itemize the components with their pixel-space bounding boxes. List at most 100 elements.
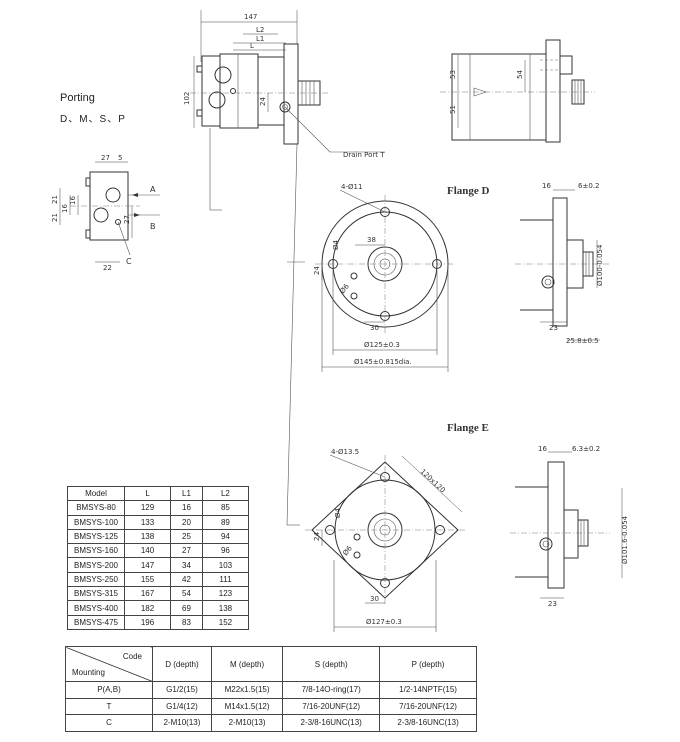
flange-e-dim-d4: Ø4 — [334, 507, 342, 518]
cell: T — [65, 697, 153, 716]
cell: 42 — [170, 571, 203, 588]
cell: BMSYS-160 — [67, 543, 125, 559]
cell: BMSYS-400 — [67, 600, 125, 616]
dim-l2: L2 — [256, 26, 264, 34]
cell: 34 — [170, 557, 203, 573]
flange-d-dia-145: Ø145±0.815dia. — [354, 358, 412, 366]
cell: M22x1.5(15) — [210, 681, 284, 699]
porting-dim-22: 22 — [103, 264, 112, 272]
flange-e-side-16: 16 — [538, 445, 547, 453]
corner-code-label: Code — [122, 652, 142, 661]
header-l1: L1 — [170, 485, 203, 502]
header-d-depth: D (depth) — [152, 646, 212, 682]
header-m-depth: M (depth) — [210, 646, 284, 682]
flange-e-side-23: 23 — [548, 600, 557, 608]
flange-d-side: 16 6±0.2 Ø100-0.054 23 25.8±0.5 — [515, 182, 610, 345]
flange-d-front: 4-Ø11 38 Ø4 Ø6 24 30 Ø125±0.3 Ø145±0.815… — [313, 183, 455, 372]
cell: G1/2(15) — [152, 681, 212, 699]
porting-title: Porting — [60, 92, 95, 104]
porting-dim-5: 5 — [118, 154, 122, 162]
porting-dim-21b: 21 — [51, 213, 59, 222]
header-model: Model — [67, 485, 125, 502]
cell: BMSYS-200 — [67, 557, 125, 573]
cell: 7/16-20UNF(12) — [282, 697, 381, 716]
cell: 138 — [123, 528, 172, 545]
cell: 182 — [123, 600, 172, 616]
dim-53: 53 — [449, 70, 457, 79]
dim-overall: 147 — [244, 13, 257, 21]
dim-l1: L1 — [256, 35, 264, 43]
flange-d-side-23: 23 — [549, 324, 558, 332]
flange-e-side-dia: Ø101.6-0.054 — [621, 515, 629, 564]
cell: 25 — [170, 528, 203, 545]
dim-54: 54 — [516, 70, 524, 79]
flange-d-title: Flange D — [447, 185, 490, 197]
flange-d-dim-30: 30 — [370, 324, 379, 332]
cell: 133 — [123, 514, 172, 530]
dim-51: 51 — [449, 105, 457, 114]
side-view: 147 L2 L1 L Drain Port T — [183, 10, 385, 526]
mounting-table: Code Mounting D (depth) M (depth) S (dep… — [65, 646, 477, 732]
cell: 2-3/8-16UNC(13) — [379, 714, 477, 732]
flange-e-holes: 4-Ø13.5 — [331, 448, 359, 456]
flange-e-dia-127: Ø127±0.3 — [366, 618, 402, 626]
cell: 155 — [123, 571, 172, 588]
header-l2: L2 — [201, 485, 250, 502]
flange-d-holes: 4-Ø11 — [341, 183, 362, 191]
cell: BMSYS-80 — [67, 500, 125, 516]
cell: 123 — [201, 586, 250, 602]
port-c-label: C — [126, 257, 132, 266]
cell: 147 — [123, 557, 172, 573]
cell: BMSYS-100 — [67, 514, 125, 530]
flange-e-square: 120x120 — [419, 468, 447, 495]
drain-port-label: Drain Port T — [343, 151, 385, 159]
cell: 85 — [201, 500, 250, 516]
cell: 138 — [201, 600, 250, 616]
cell: 129 — [123, 500, 172, 516]
cell: 89 — [201, 514, 250, 530]
dim-dia: 102 — [183, 92, 191, 105]
porting-dim-16a: 16 — [61, 204, 69, 213]
cell: 196 — [123, 614, 172, 630]
cell: 111 — [201, 571, 250, 588]
cell: P(A,B) — [65, 681, 153, 699]
flange-d-dim-d6: Ø6 — [338, 282, 351, 295]
header-l: L — [123, 485, 172, 502]
cell: 83 — [170, 614, 203, 630]
cell: M14x1.5(12) — [210, 697, 284, 716]
dim-l: L — [250, 42, 254, 50]
flange-e-front: 4-Ø13.5 120x120 Ø4 Ø6 24 30 Ø127±0.3 — [305, 448, 465, 632]
cell: 167 — [123, 586, 172, 602]
end-view: 53 51 54 — [440, 39, 595, 143]
cell: BMSYS-315 — [67, 586, 125, 602]
corner-cell: Code Mounting — [65, 646, 153, 682]
porting-variants: D、M、S、P — [60, 114, 126, 125]
porting-detail: 27 5 21 21 16 16 27 22 A B C — [51, 154, 160, 272]
cell: 54 — [170, 586, 203, 602]
porting-dim-21a: 21 — [51, 195, 59, 204]
porting-dim-16b: 16 — [69, 196, 77, 205]
cell: G1/4(12) — [152, 697, 212, 716]
flange-d-dim-38: 38 — [367, 236, 376, 244]
cell: 94 — [201, 528, 250, 545]
flange-d-side-dia: Ø100-0.054 — [596, 244, 604, 286]
cell: BMSYS-475 — [67, 614, 125, 630]
cell: 69 — [170, 600, 203, 616]
cell: 7/8-14O-ring(17) — [282, 681, 381, 699]
flange-d-dim-24: 24 — [313, 266, 321, 275]
cell: 27 — [170, 543, 203, 559]
cell: 2-M10(13) — [152, 714, 212, 732]
cell: 96 — [201, 543, 250, 559]
corner-mounting-label: Mounting — [72, 668, 105, 677]
table-row: P(A,B)G1/2(15)M22x1.5(15)7/8-14O-ring(17… — [65, 681, 477, 699]
